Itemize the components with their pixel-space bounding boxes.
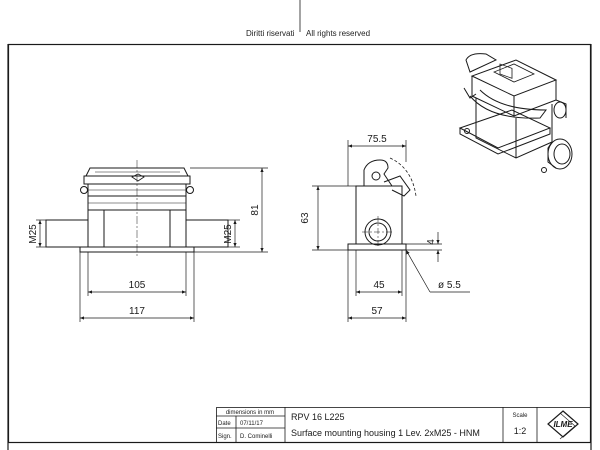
title-scale-label: Scale (512, 413, 528, 419)
dim-height-81: 81 (250, 204, 261, 216)
dim-base-57: 57 (371, 306, 383, 317)
dim-wall-4: 4 (426, 239, 437, 245)
front-view (45, 160, 229, 258)
rights-notice-english: All rights reserved (306, 29, 371, 38)
title-dimensions-unit: dimensions in mm (226, 410, 274, 416)
front-view-dimensions (36, 167, 268, 322)
side-view (347, 157, 417, 251)
dim-width-105: 105 (129, 280, 146, 291)
title-part-code: RPV 16 L225 (291, 412, 345, 422)
side-view-dimensions (312, 140, 470, 322)
dim-width-75-5: 75.5 (367, 134, 387, 145)
rights-notice-italian: Diritti riservati (246, 29, 295, 38)
title-scale-value: 1:2 (514, 426, 527, 436)
title-date-value: 07/11/17 (240, 421, 264, 427)
title-date-label: Date (218, 421, 231, 427)
title-sign-label: Sign. (218, 434, 232, 440)
company-logo: ILME (553, 420, 573, 429)
dim-base-45: 45 (373, 280, 385, 291)
dim-hole-diameter: ø 5.5 (438, 280, 461, 291)
title-block (216, 407, 591, 443)
dim-thread-right: M25 (223, 224, 234, 244)
sheet-border (7, 0, 592, 450)
isometric-view (458, 53, 573, 173)
title-sign-value: D. Cominelli (240, 434, 272, 440)
dim-height-63: 63 (300, 212, 311, 224)
dim-thread-left: M25 (28, 224, 39, 244)
dim-width-117: 117 (129, 306, 145, 317)
title-description: Surface mounting housing 1 Lev. 2xM25 - … (291, 428, 480, 438)
